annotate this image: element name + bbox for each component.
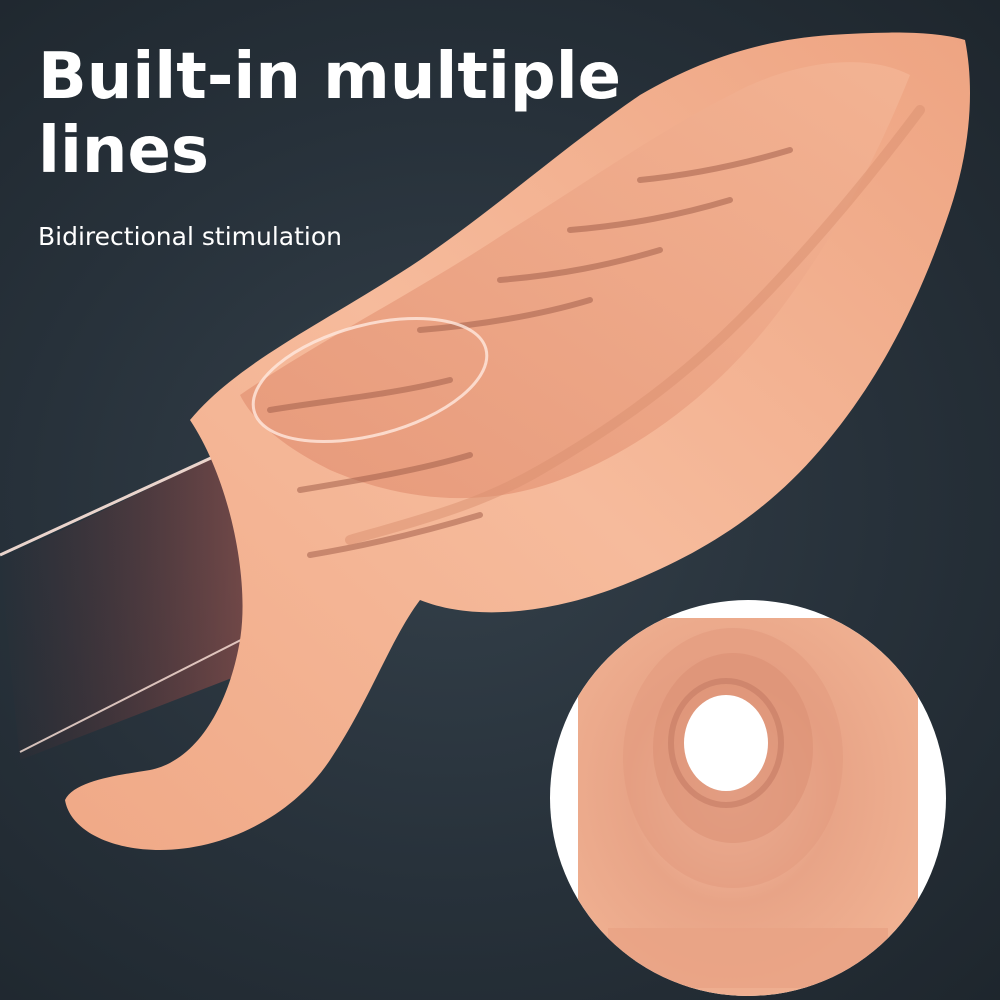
outer-ridge	[345, 105, 925, 545]
headline: Built-in multiple lines	[38, 40, 622, 188]
center-hole	[684, 695, 768, 791]
subheadline: Bidirectional stimulation	[38, 222, 342, 251]
ring-highlight	[251, 316, 489, 444]
cross-section-inset	[550, 600, 946, 996]
inner-ribs	[267, 147, 793, 558]
